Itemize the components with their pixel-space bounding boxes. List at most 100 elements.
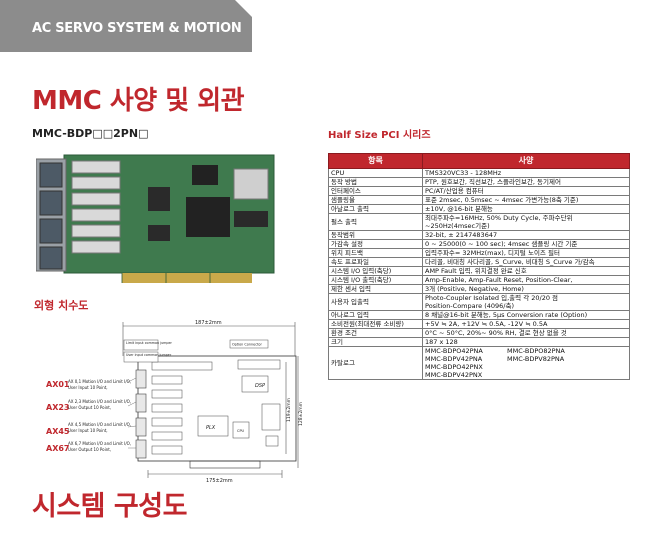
row-item: 시스템 I/O 출력(축당) <box>328 275 423 285</box>
width-label: 187±2mm <box>195 320 222 326</box>
row-item: 위치 피드백 <box>328 248 423 258</box>
row-item: 시스템 I/O 입력(축당) <box>328 266 423 276</box>
row-item: 아나로그 입력 <box>328 310 423 320</box>
catalog-product <box>507 363 589 371</box>
row-spec: 입력주파수= 32MHz(max), 디지털 노이즈 필터 <box>422 248 630 258</box>
row-item: 인터페이스 <box>328 186 423 196</box>
catalog-product: MMC-BDPV42PNX <box>425 371 483 379</box>
connector-labels: AX01 AX 0,1 Motion I/O and Limit I/O, Us… <box>46 379 131 453</box>
catalog-product: MMC-BDPO42PNA <box>425 347 483 356</box>
catalog-product: MMC-BDPO82PNA <box>507 347 565 356</box>
row-spec: 최대주파수=16MHz, 50% Duty Cycle, 주파수단위~250Hz… <box>422 213 630 231</box>
row-spec: Amp-Enable, Amp-Fault Reset, Position-Cl… <box>422 275 630 285</box>
header-tab: AC SERVO SYSTEM & MOTION <box>0 0 252 52</box>
connector-ax01-line1: AX 0,1 Motion I/O and Limit I/O, <box>68 379 131 384</box>
row-spec: 다리꼴, 비대칭 사다리꼴, S_Curve, 비대칭 S_Curve 가/감속 <box>422 257 630 267</box>
row-item: 속도 프로파일 <box>328 257 423 267</box>
row-spec: PC/AT/산업용 컴퓨터 <box>422 186 630 196</box>
connector-ax23: AX23 <box>46 403 70 412</box>
row-item: 크기 <box>328 337 423 347</box>
row-spec: ±10V, @16-bit 분해능 <box>422 204 630 214</box>
connector-ax23-line1: AX 2,3 Motion I/O and Limit I/O, <box>68 399 131 404</box>
chip-plx-label: PLX <box>206 425 216 431</box>
spec-table-header: 항목 사양 <box>328 153 630 169</box>
model-title: MMC-BDP□□2PN□ <box>32 127 149 140</box>
row-spec-line: ~250Hz(4msec기준) <box>425 222 490 230</box>
row-spec-line: Photo-Coupler Isolated 입,출력 각 20/20 점 <box>425 294 559 303</box>
table-title: Half Size PCI 시리즈 <box>328 130 431 141</box>
row-spec-line: Position-Compare (4096/축) <box>425 302 514 310</box>
dimension-title: 외형 치수도 <box>34 299 89 312</box>
connector-ax01: AX01 <box>46 380 70 389</box>
table-row-catalog: 카탈로그 MMC-BDPO42PNA MMC-BDPO82PNA MMC-BDP… <box>328 346 630 380</box>
row-item: 샘플링율 <box>328 195 423 205</box>
chip-dsp-label: DSP <box>255 383 265 389</box>
row-item: 소비전원(최대전류 소비량) <box>328 319 423 329</box>
row-spec-line: 최대주파수=16MHz, 50% Duty Cycle, 주파수단위 <box>425 214 573 223</box>
row-item: 카탈로그 <box>328 346 423 380</box>
limit-input-label: Limit input common jumper <box>126 341 172 345</box>
connector-ax45: AX45 <box>46 427 70 436</box>
table-row: 시스템 I/O 입력(축당)AMP Fault 입력, 위치결정 완료 신호 <box>328 266 630 276</box>
row-item: 제한 센서 입력 <box>328 284 423 294</box>
user-input-label: User input common jumper <box>126 353 172 357</box>
chip-cpu-label: CPU <box>237 429 245 433</box>
row-spec: 0°C ~ 50°C, 20%~ 90% RH, 결로 현상 없을 것 <box>422 328 630 338</box>
connector-ax67-line2: User Output 10 Point, <box>68 447 111 452</box>
row-item: 환경 조건 <box>328 328 423 338</box>
height-label-a: 119±2mm <box>286 398 292 422</box>
row-spec: 187 x 128 <box>422 337 630 347</box>
row-item: 아날로그 출력 <box>328 204 423 214</box>
row-item: 펄스 출력 <box>328 213 423 231</box>
row-spec: TMS320VC33 - 128MHz <box>422 168 630 178</box>
catalog-product <box>507 371 589 379</box>
catalog-products: MMC-BDPO42PNA MMC-BDPO82PNA MMC-BDPV42PN… <box>422 346 630 380</box>
header-item: 항목 <box>328 153 423 169</box>
row-item: 동작범위 <box>328 230 423 240</box>
row-spec: 8 채널@16-bit 분해능, 5μs Conversion rate (Op… <box>422 310 630 320</box>
row-item: 사용자 입출력 <box>328 293 423 311</box>
connector-ax01-line2: User Input 10 Point, <box>68 385 108 390</box>
row-spec: 표준 2msec, 0.5msec ~ 4msec 가변가능(8축 기준) <box>422 195 630 205</box>
header-spec: 사양 <box>422 153 630 169</box>
connector-ax67: AX67 <box>46 444 70 453</box>
connector-ax23-line2: User Output 10 Point, <box>68 405 111 410</box>
bottom-label: 175±2mm <box>206 478 233 484</box>
row-spec: 3개 (Positive, Negative, Home) <box>422 284 630 294</box>
connector-ax67-line1: AX 6,7 Motion I/O and Limit I/O, <box>68 441 131 446</box>
section-title: MMC 사양 및 외관 <box>32 86 245 116</box>
row-spec: PTP, 원호보간, 직선보간, 스플라인보간, 동기제어 <box>422 177 630 187</box>
catalog-product: MMC-BDPO42PNX <box>425 363 483 371</box>
catalog-product: MMC-BDPV82PNA <box>507 355 565 363</box>
option-connector-label: Option Connector <box>232 343 262 347</box>
table-row: 시스템 I/O 출력(축당)Amp-Enable, Amp-Fault Rese… <box>328 275 630 285</box>
row-item: 가감속 설정 <box>328 239 423 249</box>
height-label-b: 128±2mm <box>298 402 304 426</box>
row-spec: AMP Fault 입력, 위치결정 완료 신호 <box>422 266 630 276</box>
row-item: 동작 방법 <box>328 177 423 187</box>
row-spec: 0 ~ 25000(0 ~ 100 sec); 4msec 샘플링 시간 기준 <box>422 239 630 249</box>
table-row: 소비전원(최대전류 소비량)+5V ≒ 2A, +12V ≒ 0.5A, -12… <box>328 319 630 329</box>
row-spec: 32-bit, ± 2147483647 <box>422 230 630 240</box>
row-spec: +5V ≒ 2A, +12V ≒ 0.5A, -12V ≒ 0.5A <box>422 319 630 329</box>
connector-ax45-line1: AX 4,5 Motion I/O and Limit I/O, <box>68 422 131 427</box>
board-photo <box>36 154 275 283</box>
header-title: AC SERVO SYSTEM & MOTION <box>32 21 242 36</box>
dimension-drawing: DSP PLX CPU 187±2mm 175±2mm 119±2mm 128±… <box>46 320 304 484</box>
row-item: CPU <box>328 168 423 178</box>
